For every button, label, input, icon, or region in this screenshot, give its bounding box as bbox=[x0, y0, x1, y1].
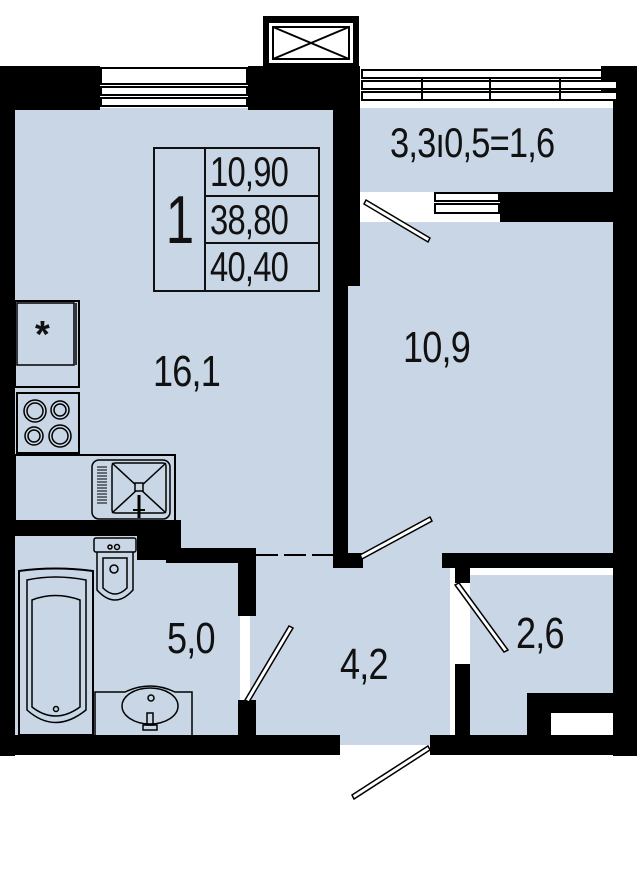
balcony-door-icon bbox=[363, 198, 431, 244]
bathroom-door-icon bbox=[243, 625, 295, 703]
bathtub-icon bbox=[18, 567, 94, 736]
fridge-icon bbox=[16, 302, 75, 366]
storage-door-icon bbox=[453, 582, 510, 653]
bathroom-fixtures bbox=[18, 537, 193, 736]
apartment-summary: 1 10,90 38,80 40,40 bbox=[153, 147, 320, 292]
living-area-value: 10,90 bbox=[206, 149, 318, 197]
toilet-icon bbox=[93, 537, 137, 601]
balcony-area-label: 3,3ı0,5=1,6 bbox=[390, 119, 555, 166]
kitchen-living-area-label: 16,1 bbox=[153, 347, 221, 396]
rooms-count: 1 bbox=[155, 149, 206, 290]
bathroom-area-label: 5,0 bbox=[167, 614, 216, 663]
entrance-door-icon bbox=[351, 744, 431, 801]
sink-icon bbox=[91, 459, 171, 520]
washbasin-icon bbox=[94, 685, 193, 735]
hallway-area-label: 4,2 bbox=[340, 640, 389, 689]
doors bbox=[243, 198, 510, 801]
windows bbox=[100, 67, 618, 214]
ventilation-icon bbox=[269, 23, 353, 63]
total-area-value: 38,80 bbox=[206, 197, 318, 245]
fridge-symbol: * bbox=[35, 314, 50, 356]
area-values: 10,90 38,80 40,40 bbox=[206, 149, 318, 290]
bedroom-area-label: 10,9 bbox=[403, 323, 471, 372]
stove-icon bbox=[16, 392, 80, 454]
total-area-with-balcony-value: 40,40 bbox=[210, 244, 289, 291]
storage-area-label: 2,6 bbox=[516, 609, 565, 658]
bedroom-door-icon bbox=[359, 515, 433, 561]
kitchen-fixtures bbox=[14, 300, 176, 522]
